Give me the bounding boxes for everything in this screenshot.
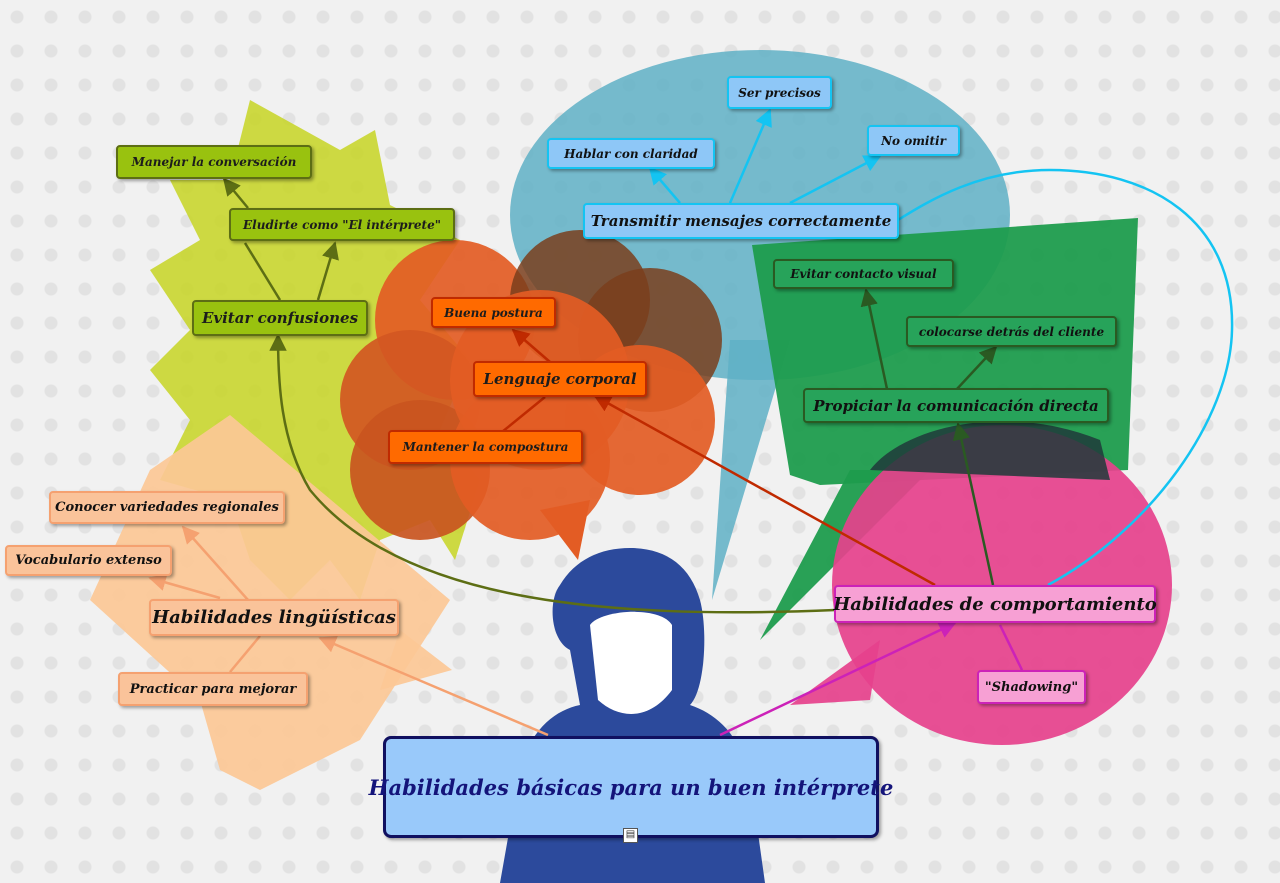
connector-ling-practicar (229, 635, 261, 673)
note-icon[interactable]: ▤ (623, 828, 638, 843)
node-shadowing[interactable]: "Shadowing" (977, 670, 1086, 704)
connector-conf-eludirte (316, 241, 339, 301)
node-practicar-mejorar[interactable]: Practicar para mejorar (118, 672, 308, 706)
connector-comp-propiciar (952, 422, 995, 586)
node-evitar-contacto[interactable]: Evitar contacto visual (773, 259, 954, 289)
node-habilidades-linguisticas[interactable]: Habilidades lingüísticas (149, 599, 399, 636)
node-mantener-compostura[interactable]: Mantener la compostura (388, 430, 583, 464)
connector-comp-transmitir (897, 168, 1234, 587)
connector-trans-precisos (728, 108, 772, 204)
node-transmitir-mensajes[interactable]: Transmitir mensajes correctamente (583, 203, 899, 239)
root-node[interactable]: Habilidades básicas para un buen intérpr… (369, 736, 893, 838)
connector-prop-contacto (860, 288, 889, 390)
connector-root-linguisticas (318, 636, 549, 737)
connector-corp-compostura (501, 396, 546, 433)
connectors (148, 108, 1234, 737)
node-no-omitir[interactable]: No omitir (867, 125, 960, 156)
connector-root-comportamiento (719, 621, 957, 737)
node-eludirte-interprete[interactable]: Eludirte como "El intérprete" (229, 208, 455, 241)
node-ser-precisos[interactable]: Ser precisos (727, 76, 832, 109)
node-colocarse-detras[interactable]: colocarse detrás del cliente (906, 316, 1117, 347)
node-lenguaje-corporal[interactable]: Lenguaje corporal (473, 361, 647, 397)
node-evitar-confusiones[interactable]: Evitar confusiones (192, 300, 368, 336)
node-habilidades-comportamiento[interactable]: Habilidades de comportamiento (833, 585, 1157, 623)
connector-comp-confusiones (269, 333, 836, 614)
node-manejar-conversacion[interactable]: Manejar la conversación (116, 145, 312, 179)
node-conocer-variedades[interactable]: Conocer variedades regionales (49, 491, 285, 524)
connector-comp-corporal (593, 394, 936, 587)
connector-ling-vocabulario (148, 573, 221, 600)
node-propiciar-comunicacion[interactable]: Propiciar la comunicación directa (803, 388, 1109, 423)
connector-ling-variedades (181, 525, 249, 601)
connector-trans-omitir (789, 154, 882, 205)
connector-corp-postura (511, 328, 551, 363)
node-vocabulario-extenso[interactable]: Vocabulario extenso (5, 545, 172, 576)
node-buena-postura[interactable]: Buena postura (431, 297, 556, 328)
node-hablar-claridad[interactable]: Hablar con claridad (547, 138, 715, 169)
connector-trans-claridad (648, 166, 681, 204)
connector-eludirte-manejar (222, 177, 249, 209)
connector-prop-detras (956, 345, 998, 390)
connector-comp-shadowing (998, 624, 1024, 671)
connector-conf-to-manejar (243, 242, 282, 301)
